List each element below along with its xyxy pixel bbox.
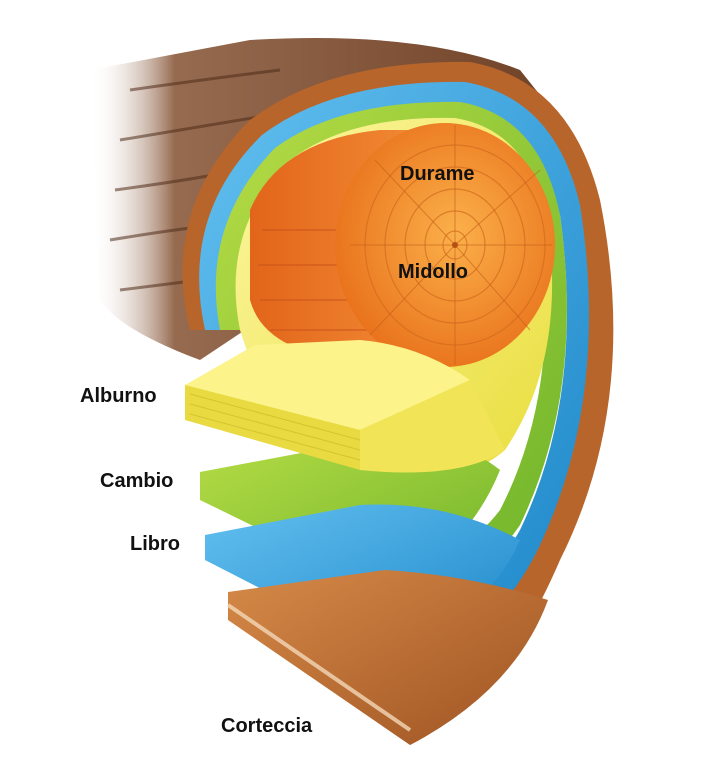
- medullary-rays: [350, 125, 552, 365]
- label-corteccia: Corteccia: [221, 715, 313, 737]
- corteccia-slab: [228, 570, 548, 745]
- label-midollo: Midollo: [398, 261, 468, 283]
- corteccia-shell: [182, 61, 614, 745]
- label-libro: Libro: [130, 533, 180, 555]
- label-durame: Durame: [400, 163, 475, 185]
- label-cambio: Cambio: [100, 470, 174, 492]
- pith-center: [452, 242, 458, 248]
- label-alburno: Alburno: [80, 385, 157, 407]
- alburno-slab-front: [185, 385, 360, 470]
- libro-shell: [199, 81, 589, 661]
- alburno-slab-side: [360, 380, 505, 473]
- cambio-shell: [215, 101, 567, 585]
